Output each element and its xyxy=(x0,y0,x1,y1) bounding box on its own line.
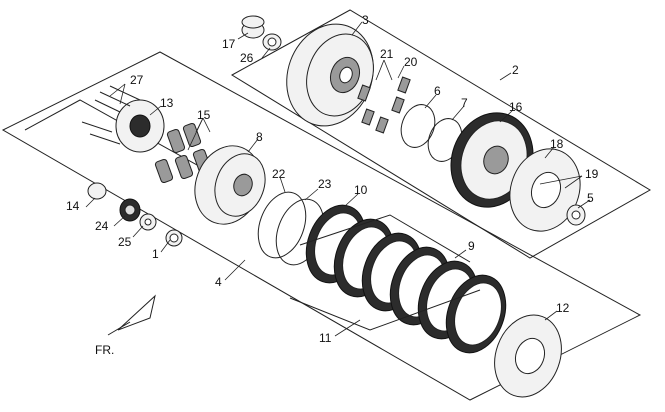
damper-springs-part xyxy=(357,76,411,134)
cap-part xyxy=(87,182,107,200)
leader-lines xyxy=(85,21,591,337)
callout-24: 24 xyxy=(95,219,109,233)
callout-11: 11 xyxy=(319,331,332,345)
bearing-part xyxy=(119,198,141,222)
washer-part-5 xyxy=(566,204,586,226)
washer-part-1 xyxy=(165,229,183,247)
front-direction-arrow xyxy=(107,294,156,336)
callout-1: 1 xyxy=(152,247,159,261)
front-direction-label: FR. xyxy=(95,343,114,357)
bush-part xyxy=(241,15,265,39)
group-outline-2 xyxy=(231,9,651,259)
callout-12: 12 xyxy=(556,301,570,315)
callout-17: 17 xyxy=(222,37,236,51)
group-outline-4 xyxy=(1,51,642,401)
callout-8: 8 xyxy=(256,130,263,144)
nut-part xyxy=(139,213,157,231)
bracket-9 xyxy=(299,214,471,263)
callout-6: 6 xyxy=(434,84,441,98)
ring-part-22 xyxy=(257,191,307,259)
callout-18: 18 xyxy=(550,137,564,151)
callout-26: 26 xyxy=(240,51,254,65)
clutch-center-part xyxy=(194,145,266,225)
callout-3: 3 xyxy=(362,13,369,27)
ring-part-6 xyxy=(400,104,436,148)
callout-23: 23 xyxy=(318,177,332,191)
callout-22: 22 xyxy=(272,167,286,181)
callout-27: 27 xyxy=(130,73,144,87)
callout-19: 19 xyxy=(585,167,599,181)
callout-2: 2 xyxy=(512,63,519,77)
lifter-plate-part xyxy=(494,314,562,398)
friction-plates-part xyxy=(305,204,507,354)
callout-5: 5 xyxy=(587,191,594,205)
clutch-springs-part xyxy=(154,122,212,184)
pressure-plate-part xyxy=(81,85,165,153)
callout-9: 9 xyxy=(468,239,475,253)
callout-15: 15 xyxy=(197,108,211,122)
callout-7: 7 xyxy=(461,96,468,110)
bracket-11 xyxy=(289,289,481,331)
callout-25: 25 xyxy=(118,235,132,249)
callout-4: 4 xyxy=(215,275,222,289)
callout-20: 20 xyxy=(404,55,418,69)
callout-14: 14 xyxy=(66,199,80,213)
callout-13: 13 xyxy=(160,96,174,110)
callout-16: 16 xyxy=(509,100,523,114)
callout-21: 21 xyxy=(380,47,394,61)
callout-10: 10 xyxy=(354,183,368,197)
retainer-plate-part xyxy=(509,148,581,232)
clutch-housing-part xyxy=(286,23,374,127)
washer-part-26 xyxy=(262,33,282,51)
